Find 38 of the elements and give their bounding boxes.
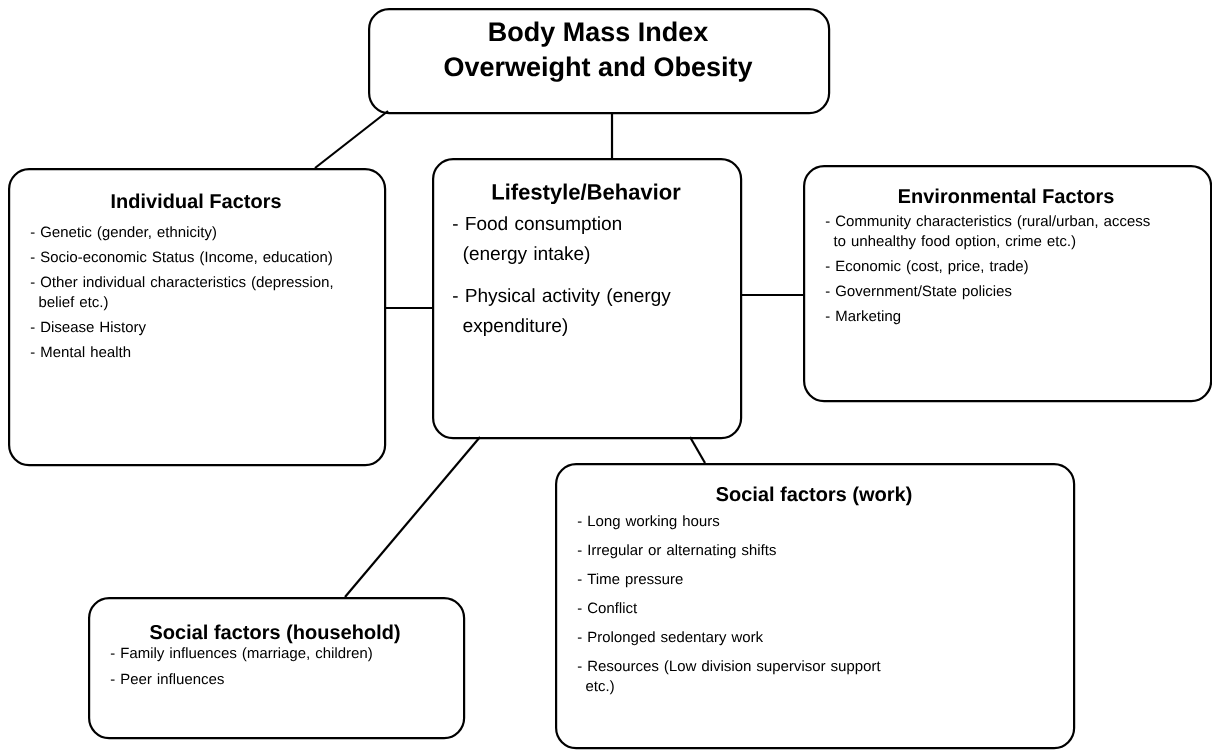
factor-box (803, 165, 1212, 403)
title: Body Mass Index (489, 21, 709, 47)
list-item: - Socio-economic Status (Income, education) (30, 251, 332, 266)
connector-line (384, 306, 432, 310)
connector-line (610, 112, 614, 158)
list-item: - Physical activity (energy expenditure) (453, 288, 671, 336)
list-item: - Family influences (marriage, children) (110, 647, 372, 662)
list-item: - Other individual characteristics (depression, belief etc.) (30, 276, 333, 311)
box-heading: Social factors (household) (150, 624, 400, 644)
list-item: - Marketing (825, 310, 901, 325)
list-item: - Irregular or alternating shifts (577, 544, 776, 559)
factor-box (555, 463, 1076, 750)
box-heading: Lifestyle/Behavior (492, 183, 681, 205)
box-heading: Environmental Factors (899, 188, 1114, 204)
connector-line (344, 436, 481, 598)
list-item: - Food consumption (energy intake) (453, 216, 621, 264)
factor-box (88, 597, 466, 740)
list-item: - Resources (Low division supervisor support etc.) (577, 660, 881, 695)
connector-line (314, 110, 389, 169)
list-item: - Government/State policies (825, 285, 1012, 300)
factor-box (368, 8, 831, 115)
list-item: - Peer influences (110, 673, 224, 685)
list-item: - Prolonged sedentary work (577, 631, 764, 646)
factor-box (8, 168, 387, 467)
list-item: - Time pressure (577, 573, 683, 588)
list-item: - Genetic (gender, ethnicity) (30, 226, 216, 241)
connector-line (689, 436, 706, 464)
list-item: - Long working hours (577, 515, 720, 530)
title: Overweight and Obesity (444, 56, 753, 82)
box-heading: Individual Factors (111, 193, 281, 209)
box-heading: Social factors (work) (716, 486, 912, 506)
list-item: - Conflict (577, 602, 638, 614)
connector-line (740, 293, 803, 297)
factor-box (432, 158, 743, 440)
list-item: - Mental health (30, 346, 131, 358)
list-item: - Economic (cost, price, trade) (825, 260, 1028, 275)
list-item: - Disease History (30, 321, 146, 336)
list-item: - Community characteristics (rural/urban, access to unhealthy food option, crime etc.) (825, 215, 1150, 250)
